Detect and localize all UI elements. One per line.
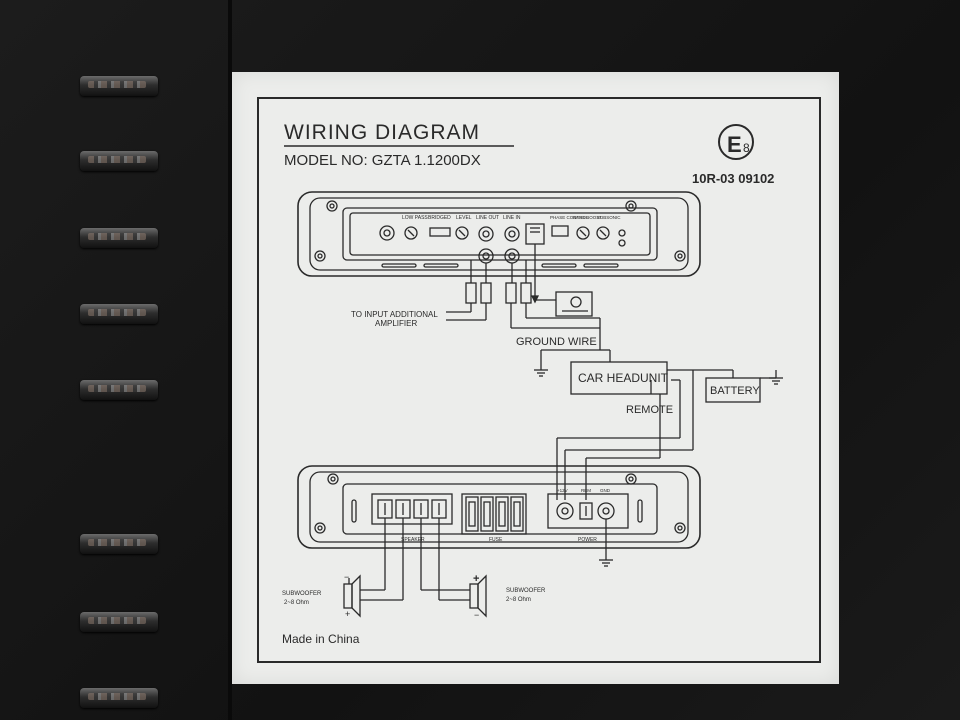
subwoofer-right-label: SUBWOOFER bbox=[506, 588, 546, 594]
svg-text:+: + bbox=[473, 573, 479, 585]
subwoofer-left-icon: − + bbox=[343, 572, 361, 619]
speaker-label: SPEAKER bbox=[401, 537, 425, 543]
level-label: LEVEL bbox=[456, 215, 472, 221]
battery-label: BATTERY bbox=[710, 385, 760, 397]
heatsink-fin bbox=[80, 534, 158, 554]
power-wiring bbox=[556, 369, 734, 500]
housing-edge bbox=[228, 0, 232, 720]
heatsink-fin bbox=[80, 151, 158, 171]
subwoofer-right-icon: + − bbox=[469, 573, 487, 620]
power-terminal-gnd: GND bbox=[600, 488, 611, 493]
ground-wire-label: GROUND WIRE bbox=[516, 336, 597, 348]
approval-code: 10R-03 09102 bbox=[692, 171, 774, 186]
svg-text:+: + bbox=[345, 609, 350, 619]
fuse-label: FUSE bbox=[489, 537, 503, 543]
heatsink-fin bbox=[80, 612, 158, 632]
e-mark-circle bbox=[718, 124, 754, 160]
rca-cables bbox=[446, 260, 611, 362]
power-label: POWER bbox=[578, 537, 597, 543]
speaker-wiring bbox=[360, 518, 470, 601]
bridged-label: BRIDGED bbox=[428, 215, 451, 221]
phase-control-label: PHASE CONTROL bbox=[550, 215, 589, 220]
ground-wire bbox=[534, 349, 600, 377]
subwoofer-left-label: SUBWOOFER bbox=[282, 591, 322, 597]
car-headunit-label: CAR HEADUNIT bbox=[578, 371, 669, 385]
power-terminal-rem: REM bbox=[581, 488, 591, 493]
e-mark-letter: E bbox=[727, 132, 742, 157]
line-out-label: LINE OUT bbox=[476, 215, 499, 221]
made-in-label: Made in China bbox=[282, 632, 360, 646]
bottom-amplifier bbox=[297, 465, 701, 549]
input-note-line1: TO INPUT ADDITIONAL bbox=[351, 310, 438, 319]
model-number: MODEL NO: GZTA 1.1200DX bbox=[284, 152, 481, 169]
power-terminal-12v: +12V bbox=[557, 488, 568, 493]
svg-text:−: − bbox=[344, 572, 349, 582]
top-amplifier bbox=[297, 191, 701, 277]
remote-bass-controller bbox=[530, 244, 593, 317]
diagram-title: WIRING DIAGRAM bbox=[284, 121, 480, 144]
e-mark-number: 8 bbox=[743, 141, 750, 155]
remote-label: REMOTE bbox=[626, 404, 673, 416]
battery-ground bbox=[760, 370, 783, 385]
bass-boost-label: BASS BOOST bbox=[573, 215, 602, 220]
heatsink-fin bbox=[80, 228, 158, 248]
svg-text:−: − bbox=[474, 610, 479, 620]
amp-ground bbox=[599, 519, 613, 567]
subsonic-label: SUBSONIC bbox=[597, 215, 621, 220]
subwoofer-left-impedance: 2~8 Ohm bbox=[284, 600, 309, 606]
car-headunit-box bbox=[570, 361, 668, 395]
line-in-label: LINE IN bbox=[503, 215, 521, 221]
low-pass-label: LOW PASS bbox=[402, 215, 428, 221]
label-border bbox=[257, 97, 821, 663]
input-note-line2: AMPLIFIER bbox=[375, 319, 417, 328]
heatsink-fin bbox=[80, 304, 158, 324]
heatsink-fin bbox=[80, 380, 158, 400]
heatsink-fin bbox=[80, 76, 158, 96]
subwoofer-right-impedance: 2~8 Ohm bbox=[506, 597, 531, 603]
heatsink-fin bbox=[80, 688, 158, 708]
